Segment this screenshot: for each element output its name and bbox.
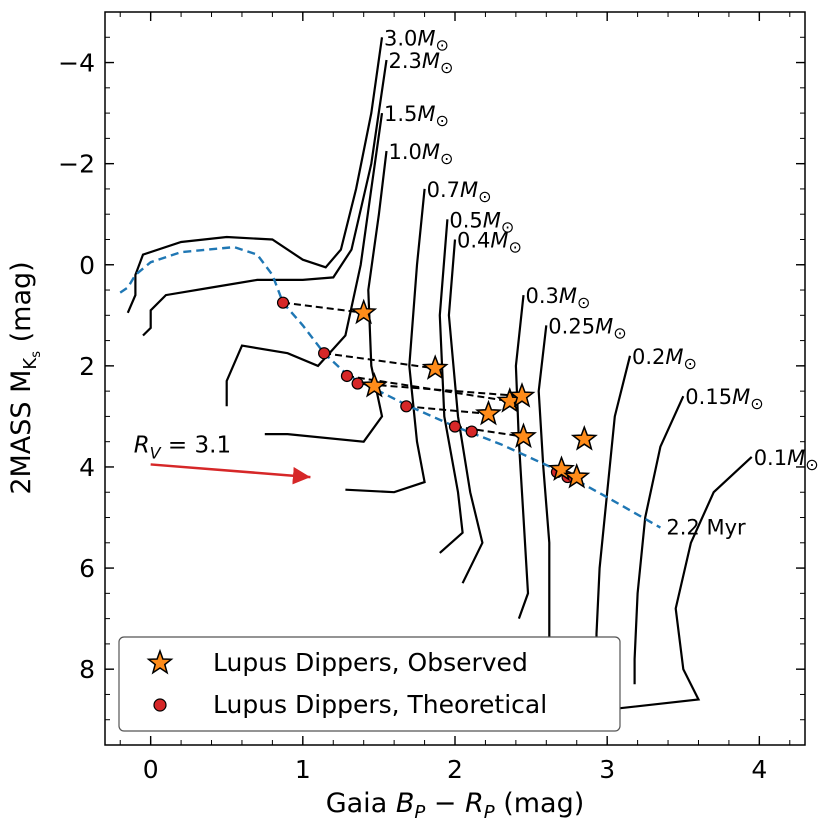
track-line bbox=[142, 59, 388, 337]
track-label: 0.25M⊙ bbox=[548, 314, 626, 342]
y-axis-title: 2MASS MKs (mag) bbox=[6, 261, 44, 494]
y-tick-label: 2 bbox=[79, 352, 95, 381]
pair-link bbox=[323, 352, 436, 370]
extinction-arrow bbox=[150, 463, 311, 485]
track-label: 0.1M⊙ bbox=[754, 446, 819, 474]
x-tick-label: 2 bbox=[447, 755, 463, 784]
observed-point bbox=[350, 298, 378, 325]
track-line bbox=[345, 188, 426, 494]
track-line bbox=[537, 325, 551, 654]
theoretical-point bbox=[400, 400, 413, 413]
legend: Lupus Dippers, Observed Lupus Dippers, T… bbox=[118, 636, 621, 732]
extinction-label: RV = 3.1 bbox=[134, 432, 231, 462]
observed-point bbox=[360, 371, 388, 398]
observed-point bbox=[548, 455, 575, 481]
track-label: 0.2M⊙ bbox=[632, 345, 697, 373]
pair-link bbox=[357, 382, 523, 398]
track-line bbox=[633, 395, 685, 685]
pair-link bbox=[406, 405, 489, 415]
y-tick-label: 6 bbox=[79, 554, 95, 583]
legend-star-marker bbox=[146, 648, 174, 675]
extinction-vector: RV = 3.1 bbox=[134, 432, 311, 485]
legend-observed-label: Lupus Dippers, Observed bbox=[213, 648, 528, 677]
theoretical-point bbox=[318, 347, 331, 360]
x-tick-label: 4 bbox=[751, 755, 767, 784]
y-tick-label: 0 bbox=[79, 251, 95, 280]
track-label: 1.5M⊙ bbox=[384, 102, 449, 130]
x-axis-title: Gaia BP − RP (mag) bbox=[326, 788, 585, 823]
track-label: 0.3M⊙ bbox=[526, 284, 591, 312]
observed-point bbox=[570, 425, 598, 451]
pair-link bbox=[454, 425, 524, 438]
track-line bbox=[438, 219, 464, 554]
track-label: 2.3M⊙ bbox=[389, 49, 454, 77]
y-tick-label: −2 bbox=[58, 150, 95, 179]
theoretical-point bbox=[351, 377, 364, 390]
x-tick-label: 0 bbox=[143, 755, 159, 784]
observed-point bbox=[421, 354, 449, 380]
observed-point bbox=[563, 462, 591, 489]
track-label: 1.0M⊙ bbox=[389, 140, 454, 168]
track-label: 0.5M⊙ bbox=[449, 208, 514, 236]
isochrone-layer bbox=[119, 245, 661, 529]
x-tick-label: 3 bbox=[599, 755, 615, 784]
track-line bbox=[595, 355, 632, 685]
isochrone-line bbox=[119, 245, 661, 529]
track-label: 0.7M⊙ bbox=[427, 178, 492, 206]
theoretical-point bbox=[340, 369, 354, 383]
isochrone-label: 2.2 Myr bbox=[666, 516, 746, 540]
legend-circle-marker bbox=[153, 698, 167, 712]
theoretical-point bbox=[465, 425, 478, 438]
track-labels: 3.0M⊙2.3M⊙ 1.5M⊙ 1.0M⊙ 0.7M⊙0.5M⊙0.4M⊙0.3M⊙… bbox=[384, 26, 819, 539]
track-line bbox=[561, 456, 753, 716]
theoretical-point bbox=[448, 420, 462, 433]
x-tick-label: 1 bbox=[295, 755, 311, 784]
track-line bbox=[264, 150, 388, 443]
y-tick-label: −4 bbox=[58, 49, 95, 78]
track-line bbox=[225, 112, 384, 407]
legend-theoretical-label: Lupus Dippers, Theoretical bbox=[213, 690, 547, 719]
y-tick-label: 4 bbox=[79, 453, 95, 482]
theoretical-points bbox=[276, 296, 574, 484]
axis-ticks: 0 1 2 3 4 −4 −2 0 2 4 6 8 bbox=[58, 12, 805, 784]
observed-points bbox=[350, 298, 598, 489]
observed-point bbox=[475, 399, 502, 426]
theoretical-point bbox=[276, 296, 290, 309]
legend-frame bbox=[118, 636, 621, 732]
pair-link bbox=[282, 301, 364, 314]
track-line bbox=[447, 239, 484, 584]
track-label: 3.0M⊙ bbox=[384, 26, 449, 54]
observed-point bbox=[508, 382, 536, 408]
track-label: 0.4M⊙ bbox=[457, 229, 522, 257]
track-label: 0.15M⊙ bbox=[685, 385, 763, 413]
track-line bbox=[514, 294, 530, 619]
y-tick-label: 8 bbox=[79, 655, 95, 684]
track-line bbox=[126, 37, 384, 314]
observed-point bbox=[510, 422, 537, 449]
